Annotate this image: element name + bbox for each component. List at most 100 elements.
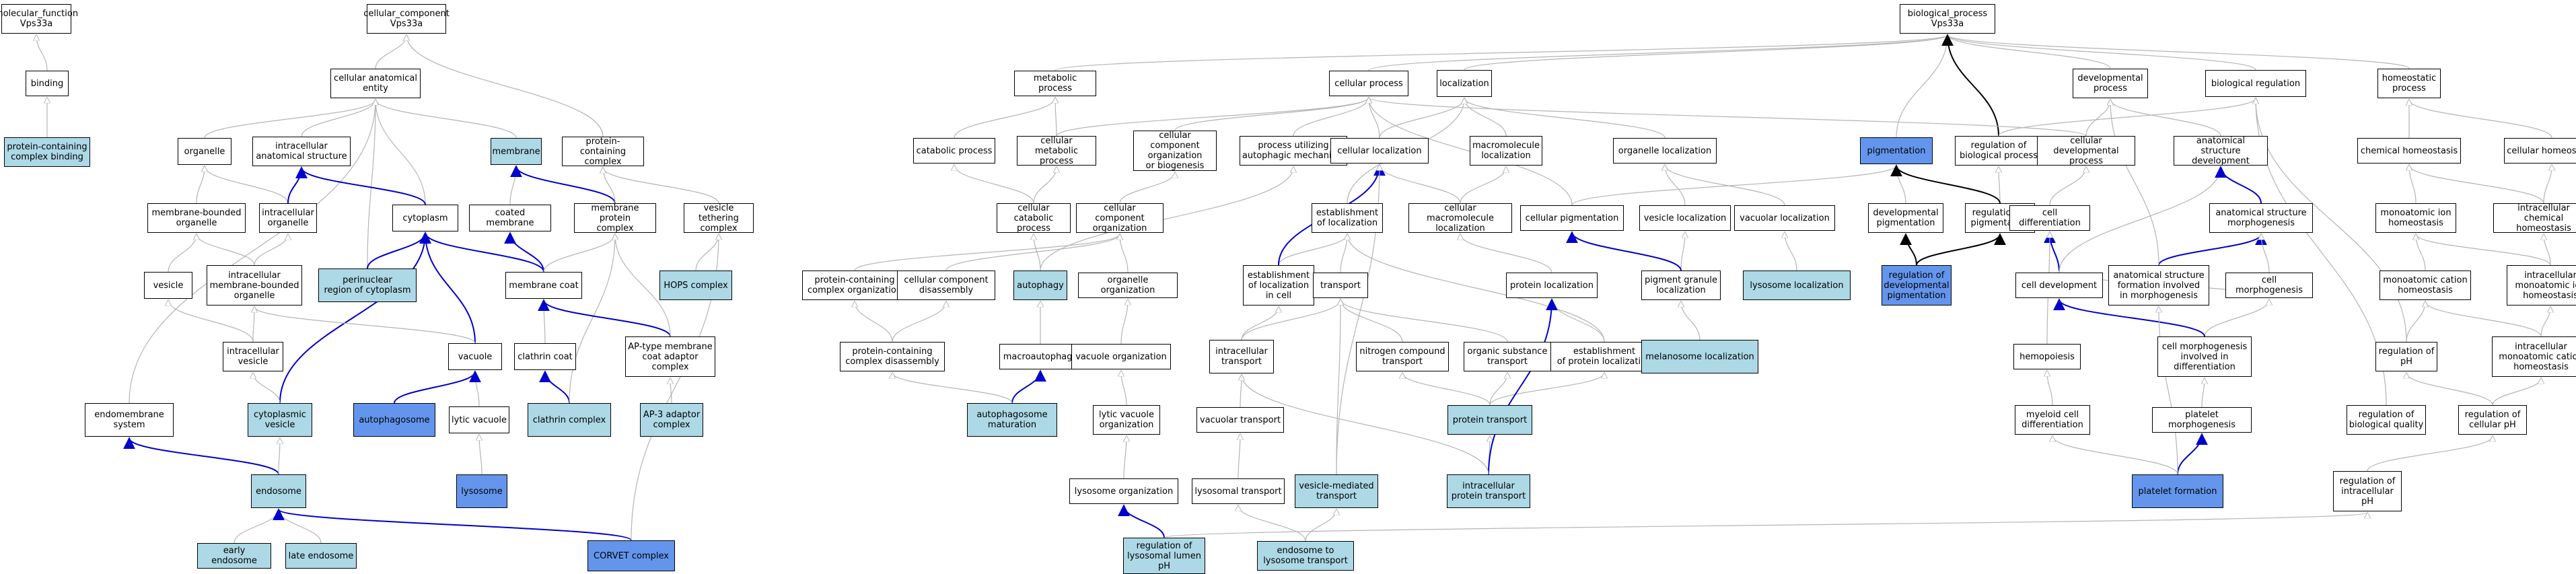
- edge-io-to-ias: [287, 166, 308, 204]
- go-term-prottrans: protein transport: [1447, 405, 1532, 435]
- edge-pccorg-to-ccorg: [854, 234, 1120, 271]
- edge-cytoplasm-to-ias: [295, 166, 426, 205]
- edge-celldevproc-to-devproc: [2085, 100, 2110, 137]
- go-term-estprotloc: establishment of protein localization: [1550, 342, 1658, 371]
- edge-regpig-to-regbio: [1999, 167, 2000, 204]
- edge-regcellph-to-regph: [2406, 373, 2493, 406]
- edge-vacloc-to-orgloc: [1665, 165, 1785, 206]
- go-term-estloc: establishment of localization: [1312, 203, 1383, 233]
- go-term-memcoat: membrane coat: [505, 272, 582, 299]
- edge-regdevpig-to-devpig: [1900, 233, 1917, 266]
- edge-endolyso-to-vmtrans: [1305, 509, 1336, 542]
- edge-vesicle-to-mbo: [168, 234, 196, 273]
- go-term-cellmacroloc: cellular macromolecule localization: [1408, 203, 1512, 234]
- go-term-endosys: endomembrane system: [85, 403, 174, 437]
- edge-memcoat-to-cytoplasm: [419, 231, 544, 273]
- go-term-orgloc: organelle localization: [1613, 138, 1717, 164]
- go-term-bp: biological_process Vps33a: [1900, 4, 1995, 34]
- edge-lysosome-to-lyticvac: [479, 435, 482, 475]
- edge-intratrans-to-estlocincell: [1241, 307, 1279, 340]
- edge-orgorg-to-ccorg: [1120, 234, 1129, 273]
- go-term-cellpig: cellular pigmentation: [1520, 205, 1624, 231]
- go-term-vtc: vesicle tethering complex: [684, 203, 754, 234]
- go-term-devpig: developmental pigmentation: [1868, 203, 1943, 233]
- go-term-mf: molecular_function Vps33a: [0, 4, 78, 34]
- edge-estprotloc-to-estloc: [1347, 234, 1605, 343]
- edge-platform-to-asfim: [2159, 307, 2178, 475]
- edge-ccdis-to-ccorg: [945, 234, 1120, 271]
- edge-clathcoat-to-memcoat: [544, 300, 545, 344]
- edge-autophagosome-to-vacuole: [394, 370, 481, 404]
- edge-membrane-to-cae: [375, 100, 517, 139]
- go-term-cae: cellular anatomical entity: [330, 69, 421, 98]
- go-term-intrachem: intracellular chemical homeostasis: [2493, 203, 2576, 234]
- edge-regph-to-monocation: [2406, 301, 2425, 343]
- edge-platmorph-to-cmid: [2202, 378, 2205, 408]
- edge-cellloc-to-localization: [1379, 98, 1464, 139]
- edge-vtc-to-pcc: [603, 168, 719, 204]
- edge-cellmorph-to-asm: [2261, 234, 2270, 273]
- edge-prottrans-to-estprotloc: [1489, 373, 1604, 406]
- edge-perinuc-to-cae: [367, 100, 375, 269]
- edge-ivesicle-to-vesicle: [168, 300, 254, 343]
- edge-estlocincell-to-estloc: [1278, 234, 1347, 266]
- go-term-vmtrans: vesicle-mediated transport: [1295, 474, 1378, 508]
- edge-transport-to-estloc: [1340, 234, 1347, 273]
- edge-pgl-to-cellpig: [1566, 231, 1682, 271]
- go-term-vacuole: vacuole: [448, 343, 502, 370]
- go-term-platform: platelet formation: [2132, 474, 2223, 508]
- go-term-endosome: endosome: [251, 474, 306, 508]
- edge-intramonocation-to-intramonoion: [2540, 307, 2550, 337]
- edge-celldev-to-asd: [2059, 167, 2221, 273]
- edge-autophagy-to-puam: [1040, 167, 1293, 271]
- edge-aptype-to-memcoat: [538, 299, 671, 337]
- edge-localization-to-bp: [1464, 35, 1947, 71]
- go-term-lateendo: late endosome: [285, 543, 357, 569]
- go-term-coatedmem: coated membrane: [469, 205, 551, 231]
- go-term-macroauto: macroautophagy: [999, 344, 1081, 369]
- go-term-ccdis: cellular component disassembly: [897, 271, 995, 300]
- go-term-pgl: pigment granule localization: [1641, 271, 1721, 300]
- edge-vesloc-to-orgloc: [1665, 165, 1686, 206]
- go-term-membrane: membrane: [491, 138, 542, 165]
- go-term-cellproc: cellular process: [1329, 71, 1408, 96]
- edge-endosome-to-cytves: [279, 438, 280, 475]
- go-term-corvet: CORVET complex: [587, 540, 675, 571]
- go-term-estlocincell: establishment of localization in cell: [1243, 265, 1314, 306]
- edge-asd-to-devproc: [2110, 100, 2221, 137]
- go-term-devproc: developmental process: [2073, 69, 2148, 98]
- go-term-vacloc: vacuolar localization: [1734, 205, 1835, 231]
- go-term-ncomptrans: nitrogen compound transport: [1356, 342, 1449, 371]
- edge-cytoplasm-to-cae: [375, 100, 426, 205]
- go-term-aptype: AP-type membrane coat adaptor complex: [625, 336, 715, 377]
- go-term-ipt: intracellular protein transport: [1447, 474, 1530, 508]
- edge-intrachem-to-cellhomeo: [2543, 165, 2552, 204]
- go-term-regintraph: regulation of intracellular pH: [2333, 471, 2402, 511]
- go-term-asd: anatomical structure development: [2174, 136, 2268, 166]
- go-term-platmorph: platelet morphogenesis: [2152, 407, 2252, 433]
- edge-intrachem-to-chemhomeo: [2409, 165, 2544, 204]
- edge-regcellph-to-intramonocation: [2492, 378, 2541, 406]
- edge-ivesicle-to-imbo: [253, 307, 254, 343]
- go-term-metab: metabolic process: [1014, 71, 1096, 96]
- go-term-organelle: organelle: [178, 138, 231, 165]
- go-term-imbo: intracellular membrane-bounded organelle: [207, 265, 302, 306]
- go-term-lysotrans: lysosomal transport: [1192, 478, 1285, 504]
- edge-mbo-to-organelle: [196, 166, 205, 204]
- go-term-transport: transport: [1313, 273, 1368, 298]
- edge-coatedmem-to-membrane: [509, 166, 516, 205]
- edge-imbo-to-mbo: [196, 234, 255, 266]
- edge-memcoat-to-mpc: [543, 234, 615, 273]
- edge-orgsubtrans-to-transport: [1340, 299, 1508, 343]
- edge-regbio-to-bp: [1941, 34, 1999, 137]
- go-term-pcbind: protein-containing complex binding: [4, 137, 90, 167]
- edge-celldev-to-celldiff: [2044, 231, 2060, 273]
- go-term-asm: anatomical structure morphogenesis: [2209, 203, 2313, 233]
- go-term-mpc: membrane protein complex: [574, 203, 656, 234]
- edge-io-to-organelle: [205, 166, 289, 204]
- edge-clathcomplex-to-clathcoat: [539, 370, 570, 404]
- edge-cellmetab-to-cellproc: [1056, 98, 1369, 137]
- go-term-hops: HOPS complex: [659, 271, 732, 300]
- edge-intratrans-to-transport: [1241, 299, 1340, 340]
- edge-regdevpig-to-regpig: [1916, 233, 2006, 266]
